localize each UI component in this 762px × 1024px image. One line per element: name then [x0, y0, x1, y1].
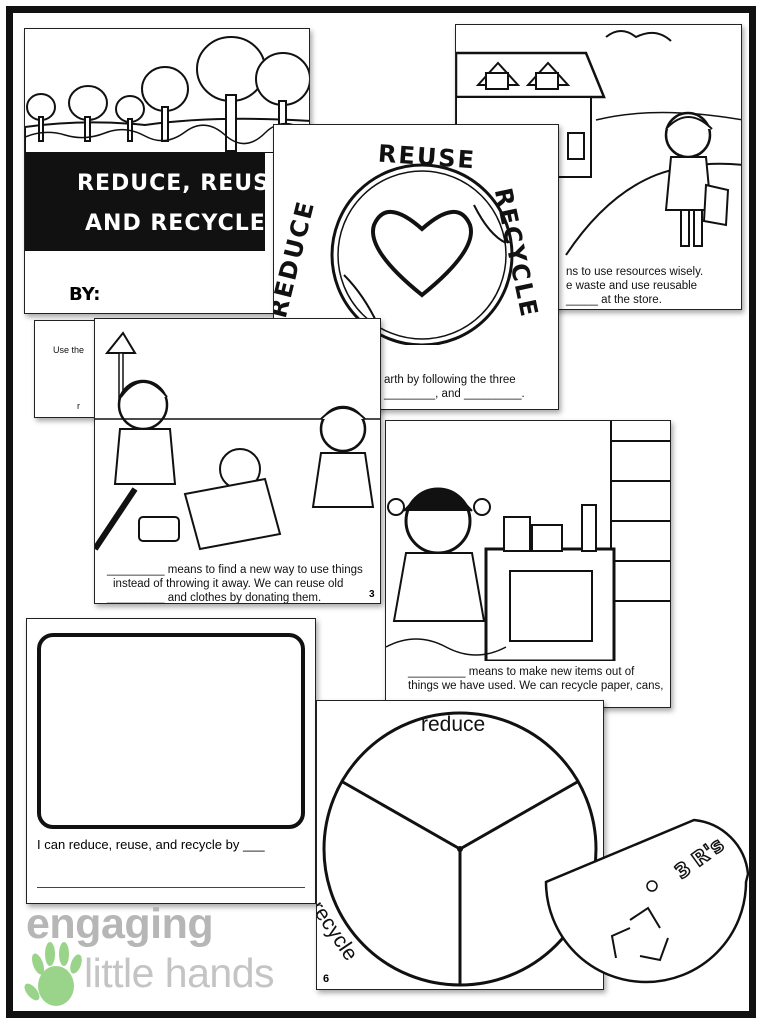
writing-line — [37, 887, 305, 888]
cover-wheel-piece — [544, 818, 750, 984]
reuse-caption-line1: _________ means to find a new way to use… — [107, 564, 363, 576]
emblem-caption-line2: ________, and _________. — [384, 388, 525, 400]
brand-line2: little hands — [84, 950, 275, 996]
wheel-diagram — [322, 711, 598, 987]
kids-toys-illustration — [95, 331, 380, 551]
house-caption-line1: ns to use resources wisely. — [566, 266, 704, 278]
author-label: BY: — [69, 284, 101, 305]
trees-illustration — [25, 36, 309, 153]
hidden-page-text-b: r — [77, 401, 80, 411]
wheel-page: reduce recycle 6 — [316, 700, 604, 990]
drawing-prompt: I can reduce, reuse, and recycle by ___ — [37, 837, 265, 852]
girl-recycle-bin-illustration — [386, 421, 670, 661]
recycle-page: _________ means to make new items out of… — [385, 420, 671, 708]
earth-heart-emblem — [330, 163, 514, 345]
cover-title-line2: AND RECYCLE — [85, 211, 266, 236]
hidden-page-text-a: Use the — [53, 345, 85, 355]
reuse-caption-line2: instead of throwing it away. We can reus… — [113, 578, 344, 590]
reuse-caption-line3: _________ and clothes by donating them. — [107, 592, 322, 604]
brand-line1: engaging — [26, 900, 214, 948]
cover-page: REDUCE, REUSE AND RECYCLE BY: — [24, 28, 310, 314]
house-caption-line3: _____ at the store. — [566, 294, 662, 306]
recycle-caption-line1: _________ means to make new items out of — [408, 666, 635, 678]
title-banner: REDUCE, REUSE AND RECYCLE — [25, 153, 285, 251]
drawing-box — [37, 633, 305, 829]
wheel-label-reduce: reduce — [421, 713, 486, 736]
cover-title-line1: REDUCE, REUSE — [77, 171, 286, 196]
reuse-page: _________ means to find a new way to use… — [94, 318, 381, 604]
reuse-page-number: 3 — [369, 589, 375, 600]
drawing-page: I can reduce, reuse, and recycle by ___ — [26, 618, 316, 904]
hand-icon — [24, 942, 82, 1006]
wheel-page-number: 6 — [323, 973, 330, 985]
house-caption-line2: e waste and use reusable — [566, 280, 698, 292]
emblem-caption-line1: arth by following the three — [384, 374, 516, 386]
recycle-caption-line2: things we have used. We can recycle pape… — [408, 680, 664, 692]
